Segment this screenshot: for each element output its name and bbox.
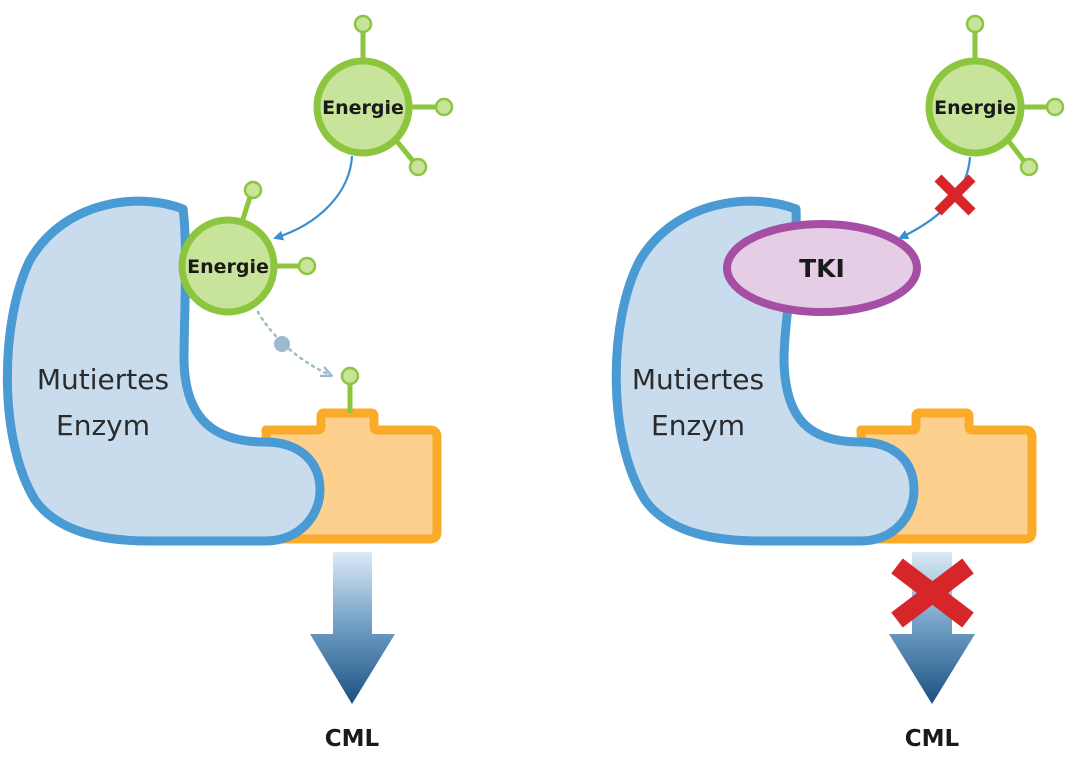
- enzyme-label-line2: Enzym: [56, 409, 150, 442]
- mutated-enzyme: [611, 196, 919, 546]
- energy-molecule-free: Energie: [313, 14, 454, 177]
- energy-label-bound: Energie: [187, 256, 269, 278]
- energy-molecule-free: Energie: [925, 14, 1065, 177]
- red-x-icon: [934, 174, 976, 216]
- enzyme-label-line1: Mutiertes: [632, 363, 764, 396]
- output-label-cml: CML: [325, 726, 380, 752]
- phosphorylated-site: [340, 366, 360, 413]
- output-label-cml: CML: [905, 726, 960, 752]
- signal-arrow-down: [889, 552, 975, 704]
- left-panel: Mutiertes Enzym Energie Energie: [2, 14, 454, 752]
- signal-arrow-down: [310, 552, 395, 704]
- enzyme-label-line2: Enzym: [651, 409, 745, 442]
- energy-transfer-arrow: [273, 155, 354, 241]
- energy-molecule-bound: Energie: [178, 180, 317, 316]
- tki-inhibitor: TKI: [723, 220, 921, 316]
- red-x-icon: [891, 558, 974, 628]
- phosphate-in-transit: [274, 336, 290, 352]
- energy-label: Energie: [934, 97, 1016, 119]
- right-panel: Mutiertes Enzym TKI Energie: [611, 14, 1065, 752]
- enzyme-label-line1: Mutiertes: [37, 363, 169, 396]
- phosphate-transfer-arrow: [256, 310, 330, 375]
- tki-label: TKI: [799, 254, 845, 283]
- energy-label-free: Energie: [322, 97, 404, 119]
- mutated-enzyme: [2, 196, 325, 546]
